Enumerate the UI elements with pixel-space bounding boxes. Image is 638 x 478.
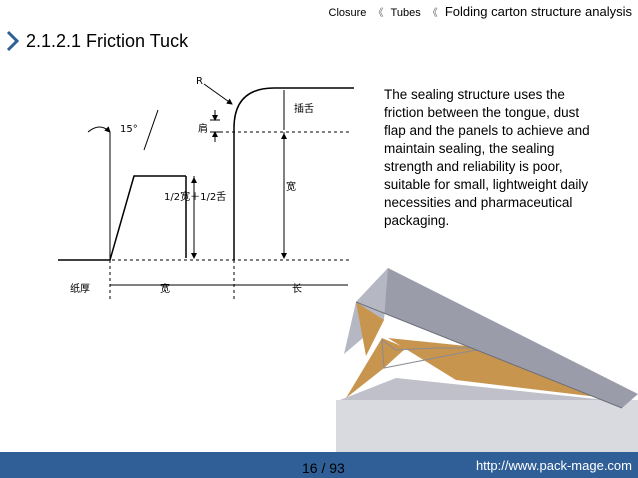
label-formula: 1/2宽＋1/2舌 [164,190,226,203]
label-thickness: 纸厚 [70,282,90,295]
label-width-vertical: 宽 [286,180,296,193]
label-tongue: 插舌 [294,102,314,115]
page-number: 16 / 93 [302,460,345,476]
label-r: R [196,76,203,87]
breadcrumb-tubes[interactable]: Tubes [390,7,421,19]
footer-site-url[interactable]: http://www.pack-mage.com [475,458,632,473]
slide-title: 2.1.2.1 Friction Tuck [26,30,189,51]
friction-tuck-diagram: R 15° 肩 插舌 宽 1/2宽＋1/2舌 纸厚 宽 长 [58,76,354,300]
breadcrumb-separator: 《 [427,8,438,19]
label-length: 长 [292,283,302,295]
footer-bar [0,452,638,478]
label-angle: 15° [120,124,138,135]
breadcrumb-separator: 《 [373,8,384,19]
carton-3d-illustration [336,268,638,478]
description-text: The sealing structure uses the friction … [384,87,590,228]
label-shoulder: 肩 [198,122,208,135]
chevron-right-icon [6,30,20,52]
breadcrumb: Closure 《 Tubes 《 Folding carton structu… [329,4,632,19]
slide-title-row: 2.1.2.1 Friction Tuck [6,30,188,52]
breadcrumb-folding-carton[interactable]: Folding carton structure analysis [444,4,632,19]
label-width-horizontal: 宽 [160,282,170,295]
breadcrumb-closure[interactable]: Closure [328,7,367,19]
